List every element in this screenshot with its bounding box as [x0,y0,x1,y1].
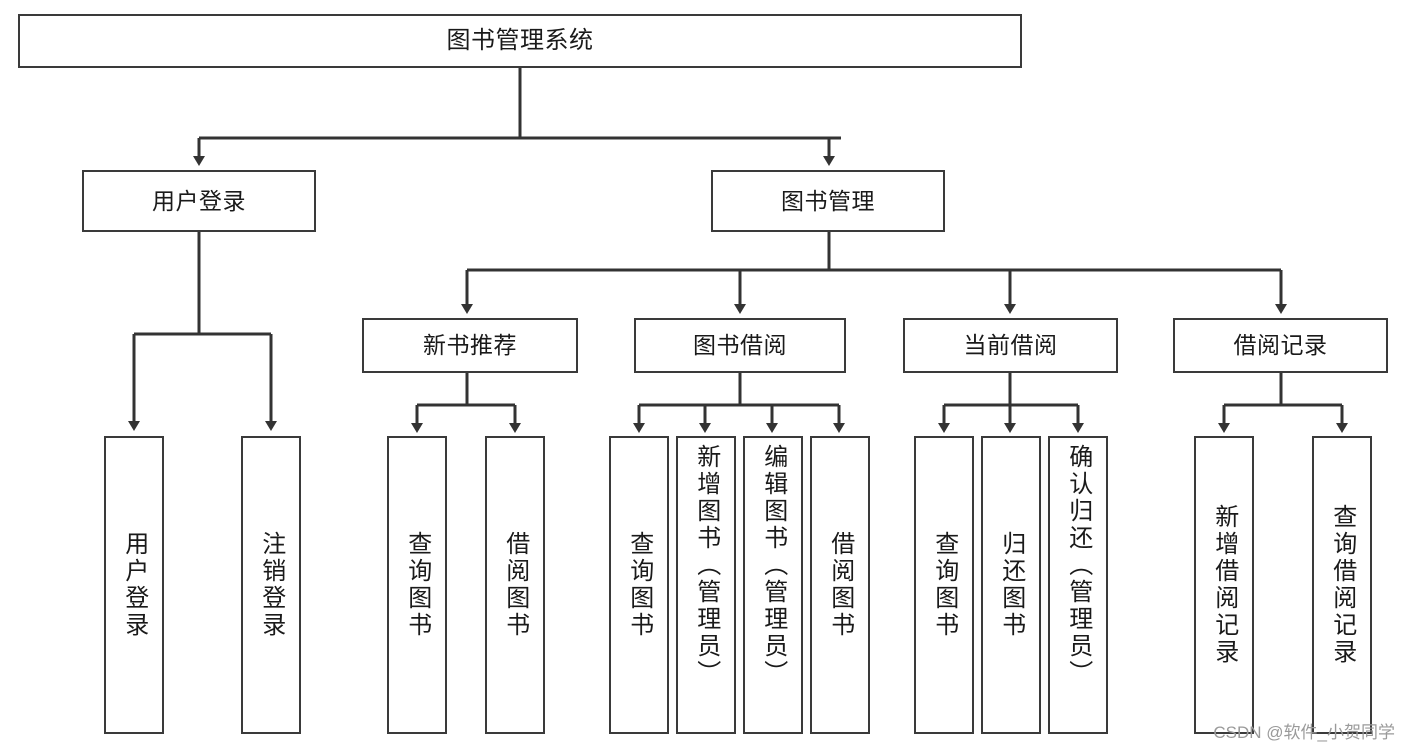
node-leaf-query-record[interactable]: 查询借阅记录 [1312,436,1372,734]
node-borrow-record-label: 借阅记录 [1233,332,1328,358]
node-leaf-query-book-1[interactable]: 查询图书 [387,436,447,734]
node-book-manage[interactable]: 图书管理 [711,170,945,232]
watermark: CSDN @软件_小贺同学 [1213,723,1395,742]
node-book-manage-label: 图书管理 [781,187,875,214]
node-leaf-borrow-book-2-label: 借阅图书 [826,531,854,639]
node-leaf-return-book[interactable]: 归还图书 [981,436,1041,734]
node-user-login[interactable]: 用户登录 [82,170,316,232]
node-leaf-add-record-label: 新增借阅记录 [1210,504,1238,666]
node-leaf-confirm-return-label: 确认归还（管理员） [1064,444,1092,687]
node-leaf-edit-book[interactable]: 编辑图书（管理员） [743,436,803,734]
node-leaf-add-book[interactable]: 新增图书（管理员） [676,436,736,734]
node-new-book-rec[interactable]: 新书推荐 [362,318,578,373]
node-user-login-label: 用户登录 [152,187,246,214]
node-leaf-query-book-3[interactable]: 查询图书 [914,436,974,734]
node-borrow-record[interactable]: 借阅记录 [1173,318,1388,373]
node-leaf-query-book-3-label: 查询图书 [930,531,958,639]
node-leaf-logout-label: 注销登录 [257,531,285,639]
node-current-borrow-label: 当前借阅 [963,332,1058,358]
node-leaf-logout[interactable]: 注销登录 [241,436,301,734]
node-leaf-borrow-book-1[interactable]: 借阅图书 [485,436,545,734]
node-leaf-user-login[interactable]: 用户登录 [104,436,164,734]
node-leaf-query-book-2[interactable]: 查询图书 [609,436,669,734]
node-leaf-query-book-2-label: 查询图书 [625,531,653,639]
node-leaf-query-record-label: 查询借阅记录 [1328,504,1356,666]
node-leaf-confirm-return[interactable]: 确认归还（管理员） [1048,436,1108,734]
node-book-borrow-label: 图书借阅 [693,332,787,358]
node-new-book-rec-label: 新书推荐 [423,332,517,358]
node-root-label: 图书管理系统 [446,27,594,54]
node-leaf-edit-book-label: 编辑图书（管理员） [759,444,787,687]
node-leaf-add-book-label: 新增图书（管理员） [692,444,720,687]
node-book-borrow[interactable]: 图书借阅 [634,318,846,373]
node-leaf-add-record[interactable]: 新增借阅记录 [1194,436,1254,734]
node-leaf-borrow-book-1-label: 借阅图书 [501,531,529,639]
node-leaf-borrow-book-2[interactable]: 借阅图书 [810,436,870,734]
node-current-borrow[interactable]: 当前借阅 [903,318,1118,373]
node-leaf-query-book-1-label: 查询图书 [403,531,431,639]
node-root[interactable]: 图书管理系统 [18,14,1022,68]
node-leaf-return-book-label: 归还图书 [997,531,1025,639]
node-leaf-user-login-label: 用户登录 [120,531,148,639]
